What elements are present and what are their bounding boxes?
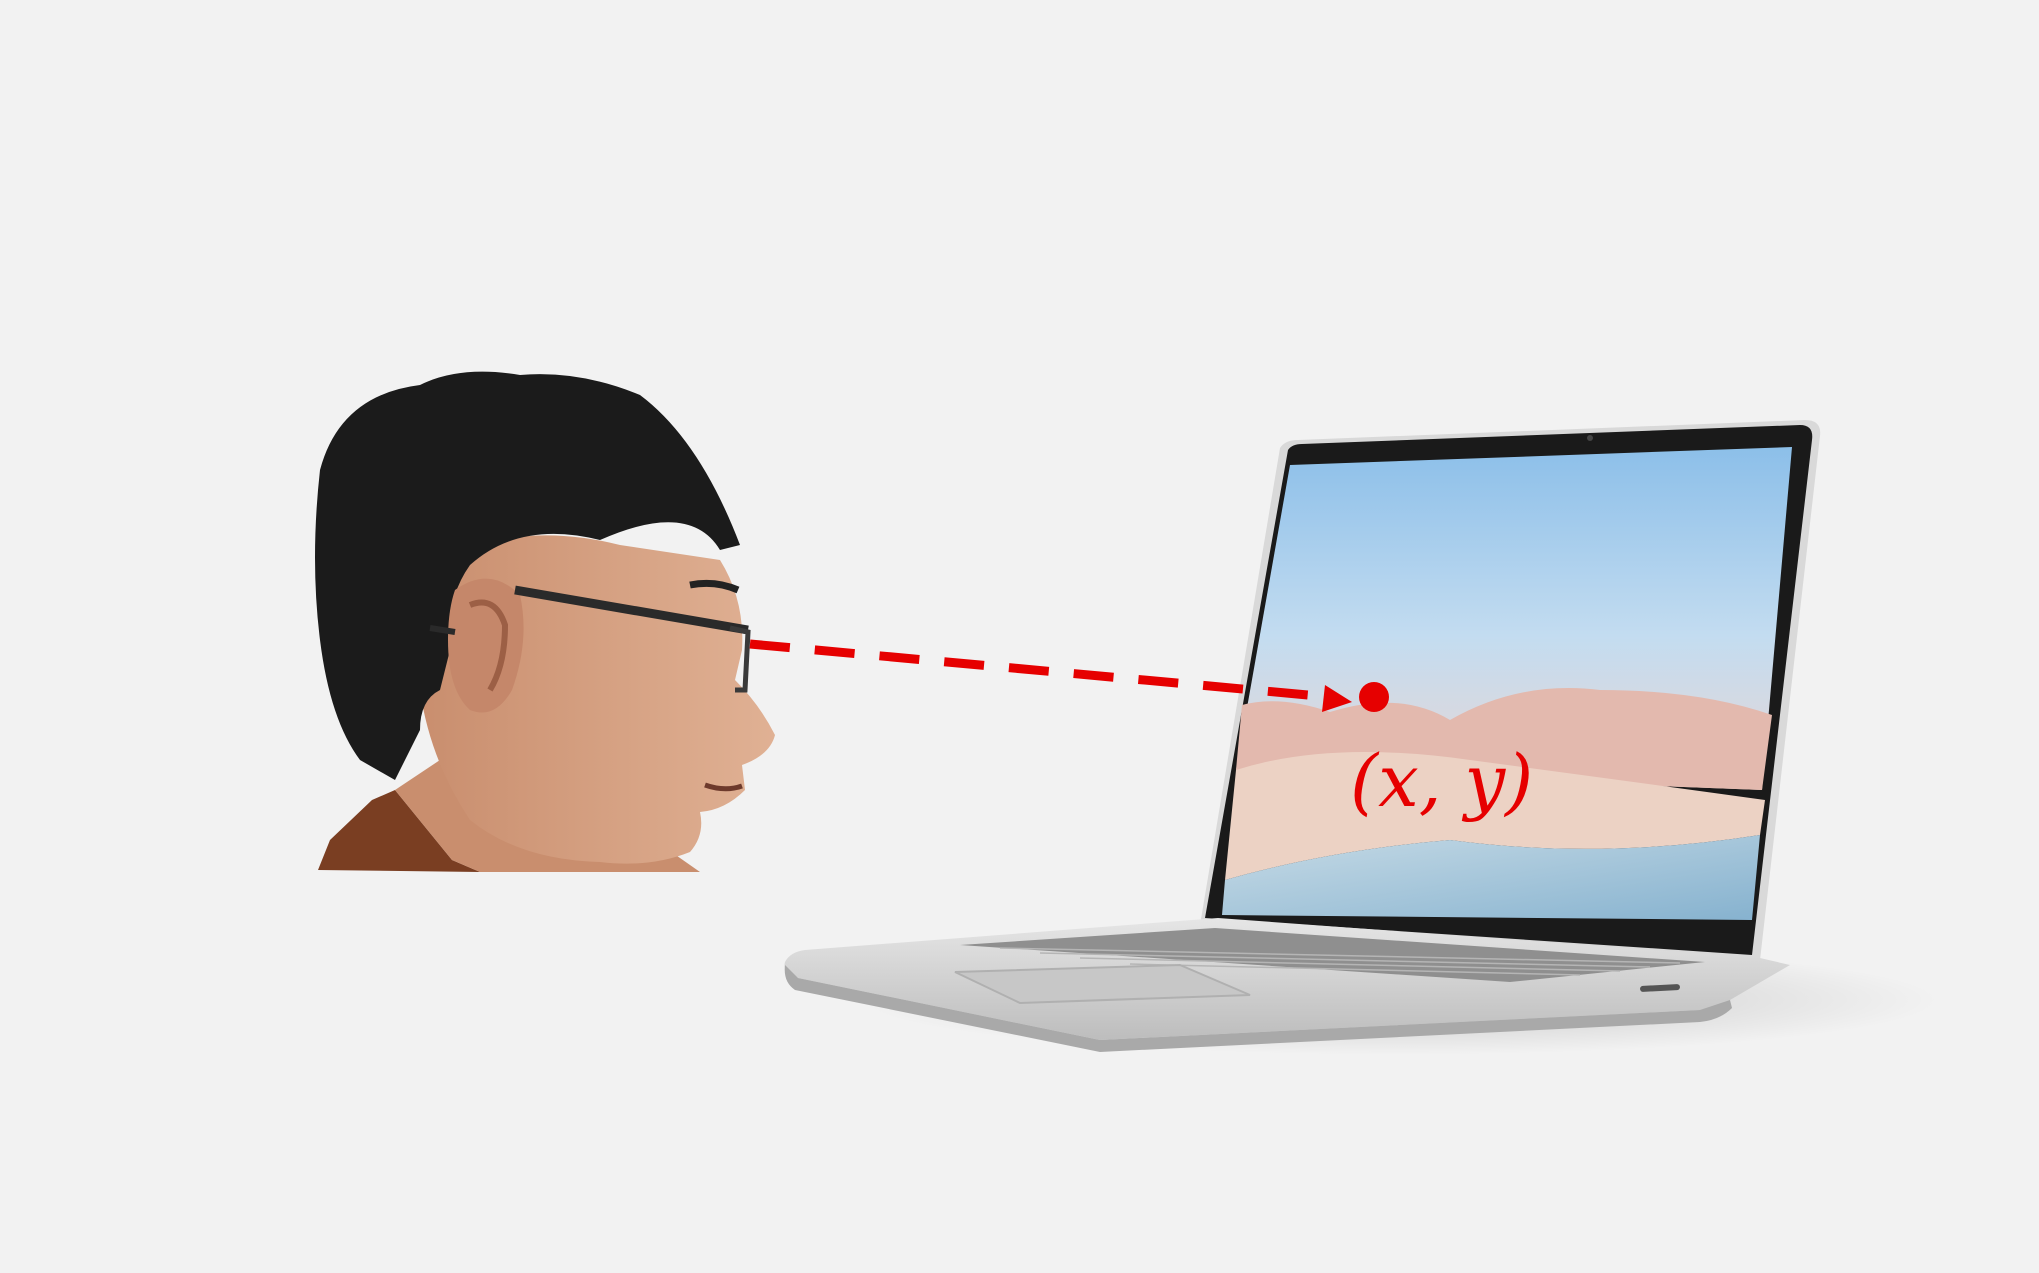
glasses-arm — [514, 585, 749, 635]
laptop — [784, 420, 1940, 1055]
glasses-frame — [729, 625, 751, 693]
screen-water — [1222, 835, 1760, 920]
mouth — [704, 782, 743, 792]
usb-port — [1640, 984, 1680, 992]
keyboard-keys — [999, 947, 1681, 976]
laptop-base-edge — [784, 965, 1732, 1052]
ear — [448, 578, 524, 713]
screen-sand — [1225, 752, 1765, 880]
gaze-indicator: (x, y) — [749, 639, 1533, 823]
eyebrow — [689, 579, 740, 594]
gaze-point-label: (x, y) — [1350, 739, 1533, 823]
gaze-line — [749, 639, 1331, 702]
trackpad — [954, 963, 1251, 1005]
gaze-arrowhead — [1322, 685, 1352, 712]
hair — [315, 371, 740, 780]
person-head — [315, 371, 775, 872]
webcam — [1587, 435, 1593, 441]
glasses-hinge — [429, 625, 456, 635]
gaze-point — [1359, 682, 1389, 712]
ear-inner — [468, 599, 509, 692]
shirt — [318, 790, 480, 872]
